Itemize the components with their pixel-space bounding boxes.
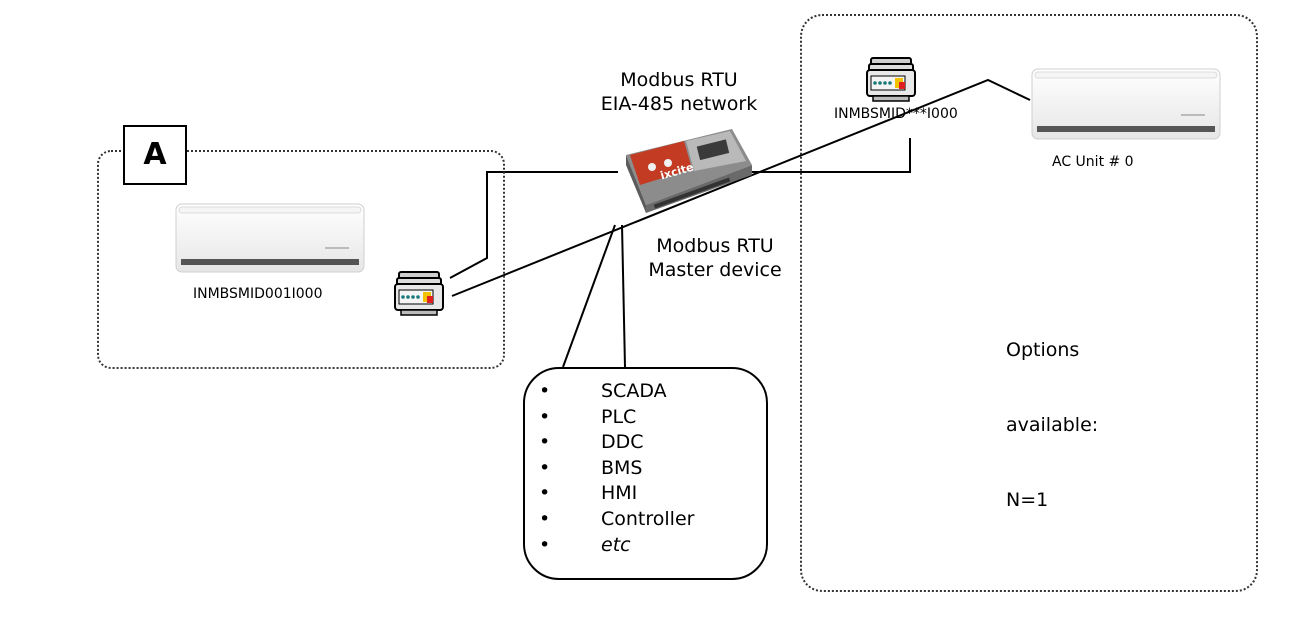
list-item: •SCADA <box>539 380 667 402</box>
group-a-label: A <box>123 125 187 185</box>
list-item-label: BMS <box>601 456 643 479</box>
gateway-icon-n <box>865 56 917 104</box>
options-line1: Options <box>1006 339 1080 361</box>
list-item-label: PLC <box>601 405 637 428</box>
list-item: •PLC <box>539 405 637 428</box>
list-item: •BMS <box>539 456 643 479</box>
master-types-list: •SCADA •PLC •DDC •BMS •HMI •Controller •… <box>539 379 694 558</box>
device-label-n: INMBSMID***I000 <box>834 106 958 122</box>
device-label-a: INMBSMID001I000 <box>193 286 323 302</box>
network-title-line1: Modbus RTU <box>620 69 738 91</box>
callout-line-left <box>562 224 616 368</box>
list-item-label: HMI <box>601 482 638 505</box>
list-item: •DDC <box>539 431 644 454</box>
master-controller-image: ixcite <box>622 125 754 215</box>
callout-line-right <box>621 224 626 368</box>
ac-unit-label: AC Unit # 0 <box>1052 154 1134 170</box>
ac-unit-n <box>1031 68 1221 140</box>
gateway-icon-a <box>393 270 445 318</box>
options-text: Options available: N=1 <box>1006 288 1098 538</box>
bus-wire-right <box>752 138 911 173</box>
network-title-line2: EIA-485 network <box>600 93 758 115</box>
list-item-label: etc <box>601 533 631 556</box>
master-types-bubble: •SCADA •PLC •DDC •BMS •HMI •Controller •… <box>523 367 768 580</box>
list-item: •HMI <box>539 482 638 505</box>
network-title: Modbus RTU EIA-485 network <box>584 68 774 116</box>
master-title: Modbus RTU Master device <box>620 234 810 282</box>
options-line2: available: <box>1006 414 1099 436</box>
group-n-container <box>800 14 1258 592</box>
group-a-container <box>97 150 505 369</box>
list-item: •Controller <box>539 507 695 530</box>
bus-wire-left <box>449 171 618 279</box>
list-item: •etc <box>539 533 631 556</box>
ac-link-wire <box>451 78 1031 297</box>
ac-unit-a <box>175 203 365 273</box>
master-title-line1: Modbus RTU <box>656 235 774 257</box>
list-item-label: Controller <box>601 507 695 530</box>
options-line3: N=1 <box>1006 489 1049 511</box>
master-title-line2: Master device <box>648 259 782 281</box>
list-item-label: DDC <box>601 431 644 454</box>
list-item-label: SCADA <box>601 380 667 402</box>
